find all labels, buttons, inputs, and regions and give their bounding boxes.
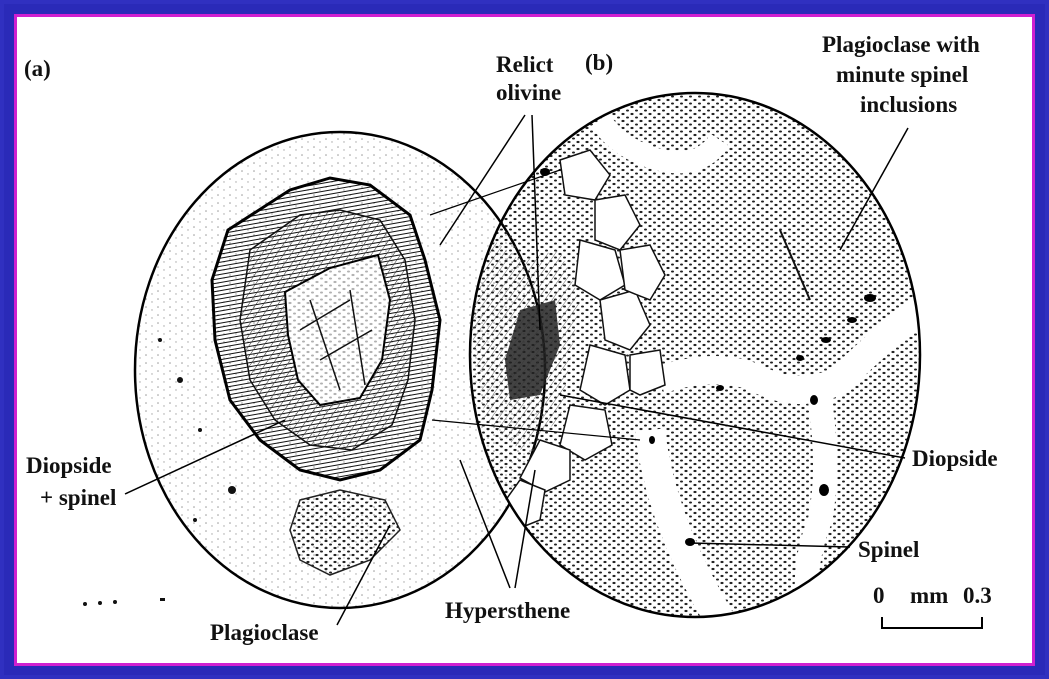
stray-marks bbox=[83, 598, 165, 606]
diopside-spinel-label-line1: Diopside bbox=[26, 453, 112, 478]
scale-start-label: 0 bbox=[873, 583, 885, 608]
scale-end-label: 0.3 bbox=[963, 583, 992, 608]
relict-olivine-label-line1: Relict bbox=[496, 52, 554, 77]
plagioclase-spinel-label-line2: minute spinel bbox=[836, 62, 968, 87]
plagioclase-label: Plagioclase bbox=[210, 620, 319, 645]
diopside-spinel-label-line2: + spinel bbox=[40, 485, 116, 510]
spinel-label: Spinel bbox=[858, 537, 919, 562]
panel-a-label: (a) bbox=[24, 56, 51, 81]
relict-olivine-label-line2: olivine bbox=[496, 80, 561, 105]
panel-b-label: (b) bbox=[585, 50, 613, 75]
scale-bar-line bbox=[882, 617, 982, 628]
scale-unit-label: mm bbox=[910, 583, 948, 608]
plagioclase-spinel-label-line3: inclusions bbox=[860, 92, 957, 117]
scale-bar: 0 mm 0.3 bbox=[873, 583, 992, 628]
plagioclase-spinel-label-line1: Plagioclase with bbox=[822, 32, 980, 57]
hypersthene-label: Hypersthene bbox=[445, 598, 570, 623]
diopside-label: Diopside bbox=[912, 446, 998, 471]
